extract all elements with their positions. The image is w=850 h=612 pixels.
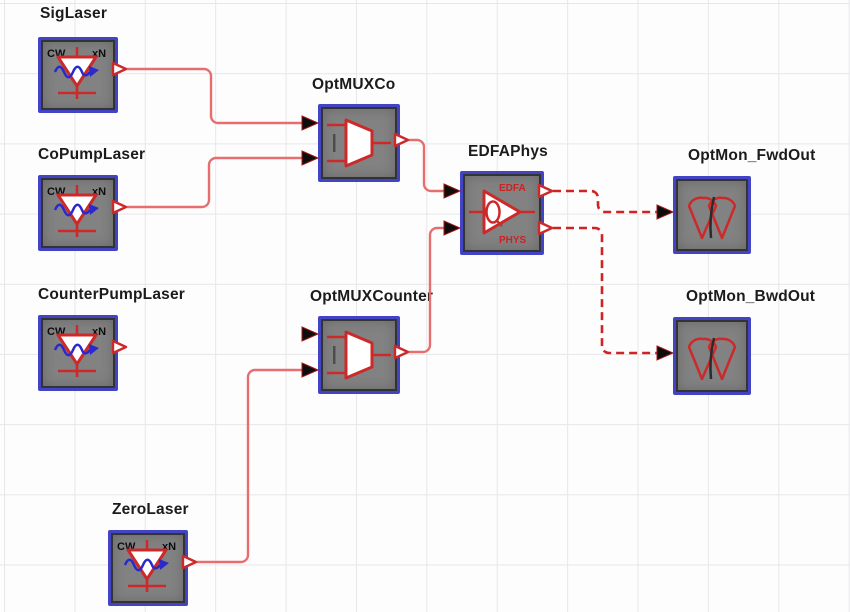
meter-fan-left: [687, 196, 718, 240]
edfa-phys-block[interactable]: EDFA PHYS: [460, 171, 544, 255]
node-label-co-pump-laser: CoPumpLaser: [38, 146, 146, 163]
laser-diode-symbol: [56, 55, 98, 88]
optical-mux-icon: [327, 118, 391, 168]
meter-needle: [709, 196, 716, 239]
wave-arrow: [53, 203, 91, 217]
wire-co-pump-laser-to-opt-mux-co[interactable]: [127, 150, 320, 209]
input-arrowhead: [443, 183, 462, 199]
node-label-opt-mux-counter: OptMUXCounter: [310, 288, 434, 305]
meter-fan-right: [707, 196, 737, 240]
cw-laser-icon: CW xN: [47, 47, 106, 99]
meter-fan-left: [687, 337, 718, 381]
node-label-counter-pump-laser: CounterPumpLaser: [38, 286, 186, 303]
input-arrowhead: [301, 115, 320, 131]
opt-mon-bwd-out-block[interactable]: [673, 317, 751, 395]
node-label-opt-mux-co: OptMUXCo: [312, 76, 396, 93]
node-label-opt-mon-bwd-out: OptMon_BwdOut: [686, 288, 816, 305]
input-arrowhead: [301, 150, 320, 166]
node-label-sig-laser: SigLaser: [40, 5, 108, 22]
amplifier-triangle: [482, 189, 522, 235]
input-arrowhead: [656, 345, 675, 361]
edfa-amplifier-icon: EDFA PHYS: [469, 183, 535, 246]
wire-edfa-phys-to-opt-mon-fwd-out[interactable]: [553, 189, 675, 220]
wire-opt-mux-co-to-edfa-phys[interactable]: [409, 138, 462, 199]
cathode-lines: [58, 86, 96, 99]
wire-opt-mux-counter-to-edfa-phys[interactable]: [409, 220, 462, 354]
co-pump-laser-block[interactable]: CW xN: [38, 175, 118, 251]
counter-pump-laser-block[interactable]: CW xN: [38, 315, 118, 391]
optical-monitor-icon: [687, 196, 737, 240]
meter-needle: [709, 337, 716, 380]
mux-side-mark: [333, 346, 336, 364]
laser-diode-symbol: [126, 548, 168, 581]
mux-side-mark: [333, 134, 336, 152]
port-in-opt-mux-counter-top[interactable]: [301, 326, 320, 342]
wire-sig-laser-to-opt-mux-co[interactable]: [127, 67, 320, 131]
zero-laser-block[interactable]: CW xN: [108, 530, 188, 606]
wire-zero-laser-to-opt-mux-counter[interactable]: [197, 362, 320, 564]
wave-arrowhead: [89, 66, 99, 77]
cw-laser-icon: CW xN: [47, 185, 106, 237]
edfa-text: EDFA: [499, 183, 526, 194]
laser-diode-symbol: [56, 333, 98, 366]
fiber-loop: [485, 200, 501, 224]
mux-trapezoid: [344, 330, 374, 380]
phys-text: PHYS: [499, 235, 527, 246]
node-label-opt-mon-fwd-out: OptMon_FwdOut: [688, 147, 816, 164]
opt-mux-co-block[interactable]: [318, 104, 400, 182]
sig-laser-block[interactable]: CW xN: [38, 37, 118, 113]
input-arrowhead: [656, 204, 675, 220]
wave-arrow: [53, 65, 91, 79]
cw-laser-icon: CW xN: [117, 540, 176, 592]
input-arrowhead: [301, 362, 320, 378]
wave-arrow: [53, 343, 91, 357]
opt-mux-counter-block[interactable]: [318, 316, 400, 394]
node-label-edfa-phys: EDFAPhys: [468, 143, 548, 160]
node-label-zero-laser: ZeroLaser: [112, 501, 189, 518]
input-arrowhead: [443, 220, 462, 236]
wave-arrow: [123, 558, 161, 572]
meter-fan-right: [707, 337, 737, 381]
mux-stub-lines: [327, 123, 391, 163]
optical-monitor-icon: [687, 337, 737, 381]
optical-mux-icon: [327, 330, 391, 380]
laser-diode-symbol: [56, 193, 98, 226]
cw-laser-icon: CW xN: [47, 325, 106, 377]
mux-trapezoid: [344, 118, 374, 168]
fiber-loop-tail: [495, 219, 503, 227]
opt-mon-fwd-out-block[interactable]: [673, 176, 751, 254]
wire-edfa-phys-to-opt-mon-bwd-out[interactable]: [553, 226, 675, 361]
mux-stub-lines: [327, 335, 391, 375]
